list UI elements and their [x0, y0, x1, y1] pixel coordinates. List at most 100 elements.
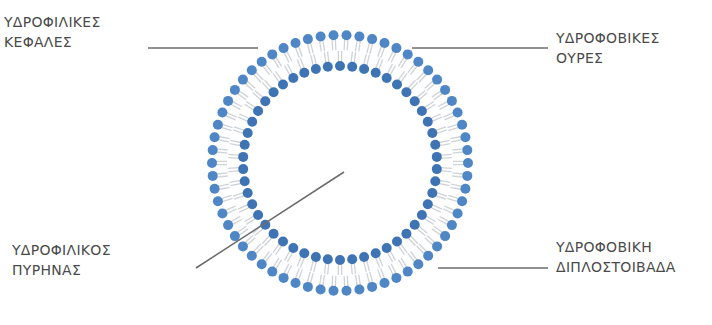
lipid-tail — [417, 246, 425, 254]
lipid-head — [323, 62, 333, 72]
lipid-head — [413, 259, 423, 269]
lipid-tail — [341, 51, 342, 62]
lipid-tail — [451, 140, 462, 142]
lipid-head — [303, 282, 313, 292]
part-label: ΥΔΡΟΦΙΛΙΚΟΣ ΠΥΡΗΝΑΣ — [12, 240, 111, 280]
lipid-tail — [237, 226, 246, 232]
leader-line — [412, 47, 548, 49]
lipid-head — [257, 57, 267, 67]
lipid-head — [367, 34, 377, 44]
lipid-head — [347, 254, 357, 264]
lipid-tail — [387, 252, 392, 262]
lipid-tail — [356, 275, 358, 286]
lipid-head — [291, 38, 301, 48]
lipid-tail — [234, 127, 244, 130]
lipid-tail — [222, 124, 233, 127]
lipid-tail — [298, 46, 302, 56]
part-label: ΥΔΡΟΦΟΒΙΚΗ ΔΙΠΛΟΣΤΟΙΒΑΔΑ — [556, 237, 676, 277]
lipid-head — [247, 251, 257, 261]
part-label: ΥΔΡΟΦΟΒΙΚΕΣ ΟΥΡΕΣ — [556, 28, 660, 68]
lipid-head — [311, 64, 321, 74]
lipid-head — [243, 188, 253, 198]
lipid-tail — [445, 116, 455, 120]
lipid-head — [417, 210, 427, 220]
lipid-tail — [408, 238, 416, 246]
lipid-tail — [431, 208, 441, 213]
lipid-tail — [451, 184, 462, 186]
lipid-tail — [228, 154, 239, 156]
lipid-head — [288, 73, 298, 83]
lipid-tail — [228, 167, 239, 169]
lipid-tail — [439, 140, 450, 142]
lipid-head — [299, 68, 309, 78]
lipid-tail — [453, 164, 464, 165]
lipid-tail — [216, 164, 227, 165]
lipid-tail — [388, 265, 393, 275]
lipid-tail — [311, 55, 314, 66]
lipid-tail — [437, 193, 447, 196]
lipid-head — [269, 87, 279, 97]
lipid-tail — [450, 187, 461, 189]
lipid-tail — [246, 102, 255, 108]
lipid-tail — [307, 43, 310, 54]
lipid-head — [247, 199, 257, 209]
lipid-tail — [450, 137, 461, 139]
lipid-tail — [376, 258, 380, 268]
lipid-tail — [335, 276, 337, 287]
lipid-tail — [343, 39, 345, 50]
lipid-tail — [217, 152, 228, 153]
lipid-head — [447, 220, 457, 230]
lipid-head — [430, 140, 440, 150]
lipid-head — [382, 243, 392, 253]
lipid-head — [391, 273, 401, 283]
lipid-head — [230, 85, 240, 95]
lipid-tail — [320, 41, 322, 52]
lipid-tail — [452, 149, 463, 150]
lipid-head — [423, 117, 433, 127]
leader-line — [438, 267, 548, 269]
lipid-head — [423, 65, 433, 75]
lipid-head — [403, 49, 413, 59]
lipid-head — [243, 128, 253, 138]
lipid-tail — [359, 41, 361, 52]
lipid-head — [447, 96, 457, 106]
lipid-tail — [228, 170, 239, 172]
lipid-tail — [398, 260, 404, 269]
lipid-head — [230, 231, 240, 241]
lipid-tail — [439, 184, 450, 186]
lipid-tail — [273, 258, 279, 267]
lipid-tail — [447, 124, 458, 127]
lipid-tail — [234, 196, 244, 199]
lipid-head — [267, 267, 277, 277]
lipid-tail — [370, 272, 373, 283]
lipid-tail — [367, 260, 370, 271]
lipid-tail — [222, 198, 233, 201]
lipid-tail — [436, 127, 446, 130]
lipid-head — [367, 282, 377, 292]
lipid-tail — [453, 152, 464, 153]
lipid-tail — [401, 73, 407, 82]
lipid-tail — [370, 43, 373, 54]
lipid-head — [335, 255, 345, 265]
lipid-head — [453, 209, 463, 219]
lipid-tail — [265, 80, 273, 88]
lipid-head — [427, 188, 437, 198]
lipid-tail — [364, 261, 367, 272]
lipid-head — [223, 220, 233, 230]
lipid-head — [440, 85, 450, 95]
lipid-tail — [232, 101, 242, 106]
lipid-tail — [437, 130, 447, 133]
lipid-tail — [347, 276, 349, 287]
lipid-tail — [265, 64, 272, 73]
lipid-head — [457, 196, 467, 206]
lipid-tail — [221, 127, 232, 130]
lipid-head — [432, 152, 442, 162]
lipid-tail — [425, 238, 433, 245]
lipid-head — [463, 158, 473, 168]
lipid-head — [279, 43, 289, 53]
lipid-head — [391, 43, 401, 53]
lipid-tail — [398, 246, 404, 255]
lipid-tail — [311, 273, 314, 284]
lipid-tail — [253, 244, 261, 252]
lipid-tail — [440, 144, 451, 146]
